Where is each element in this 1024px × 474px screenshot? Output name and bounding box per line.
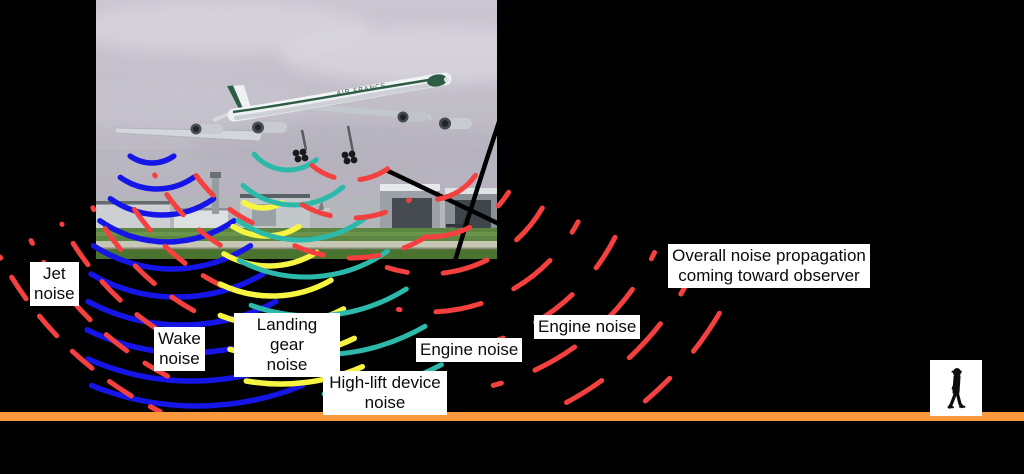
aircraft: AIR FRANCE: [113, 72, 472, 165]
wake-noise-label: Wake noise: [154, 327, 205, 371]
landing-gear-wheels: [292, 148, 358, 165]
overall-noise-propagation-label: Overall noise propagation coming toward …: [668, 244, 870, 288]
noise-wave-arc: [642, 277, 740, 404]
noise-wave-arc: [217, 277, 334, 299]
noise-wave-arc: [401, 172, 478, 203]
cheatline: [232, 76, 443, 114]
high-lift-device-noise-label: High-lift device noise: [323, 371, 447, 415]
ground-line: [0, 412, 1024, 421]
noise-wave-arc: [85, 298, 279, 328]
noise-wave-arc: [236, 248, 390, 280]
noise-wave-arc: [389, 189, 512, 240]
engine-nacelle: [439, 117, 472, 130]
observer: [930, 360, 982, 416]
fuselage: AIR FRANCE: [227, 72, 452, 122]
engine-noise-label-left: Engine noise: [416, 338, 523, 362]
noise-wave-arc: [251, 151, 319, 173]
noise-wave-arc: [90, 205, 209, 320]
noise-wave-arc: [117, 174, 197, 192]
engine-nacelle: [252, 121, 287, 134]
noise-wave-arc: [183, 155, 255, 226]
pointer-line-steep: [440, 121, 502, 303]
pointer-line-shallow: [385, 167, 601, 275]
noise-wave-arc: [279, 234, 429, 261]
person-icon: [947, 368, 966, 409]
control-tower: [212, 174, 219, 214]
jet-noise-label: Jet noise: [30, 262, 79, 306]
engine-nacelle: [190, 123, 223, 135]
noise-wave-arc: [107, 195, 217, 218]
noise-wave-arc: [59, 221, 194, 352]
noise-wave-arc: [240, 183, 346, 208]
landing-gear-noise-label: Landing gear noise: [234, 313, 340, 377]
noise-wave-arc: [235, 214, 369, 243]
landing-gear: [300, 125, 355, 153]
engine-nacelle: [397, 111, 428, 123]
noise-wave-arc: [127, 153, 177, 166]
noise-wave-arc: [384, 205, 545, 277]
engine-noise-waves-inner: [279, 163, 429, 261]
noise-wave-arc: [309, 163, 391, 183]
noise-wave-arc: [121, 188, 225, 289]
noise-wave-arc: [97, 218, 237, 245]
noise-wave-arc: [290, 196, 412, 221]
nose-cockpit: [427, 74, 447, 87]
noise-wave-arc: [88, 382, 306, 409]
noise-wave-arc: [221, 249, 320, 269]
engine-noise-label-right: Engine noise: [534, 315, 641, 339]
noise-wave-arc: [0, 254, 163, 415]
noise-wave-arc: [88, 271, 266, 300]
